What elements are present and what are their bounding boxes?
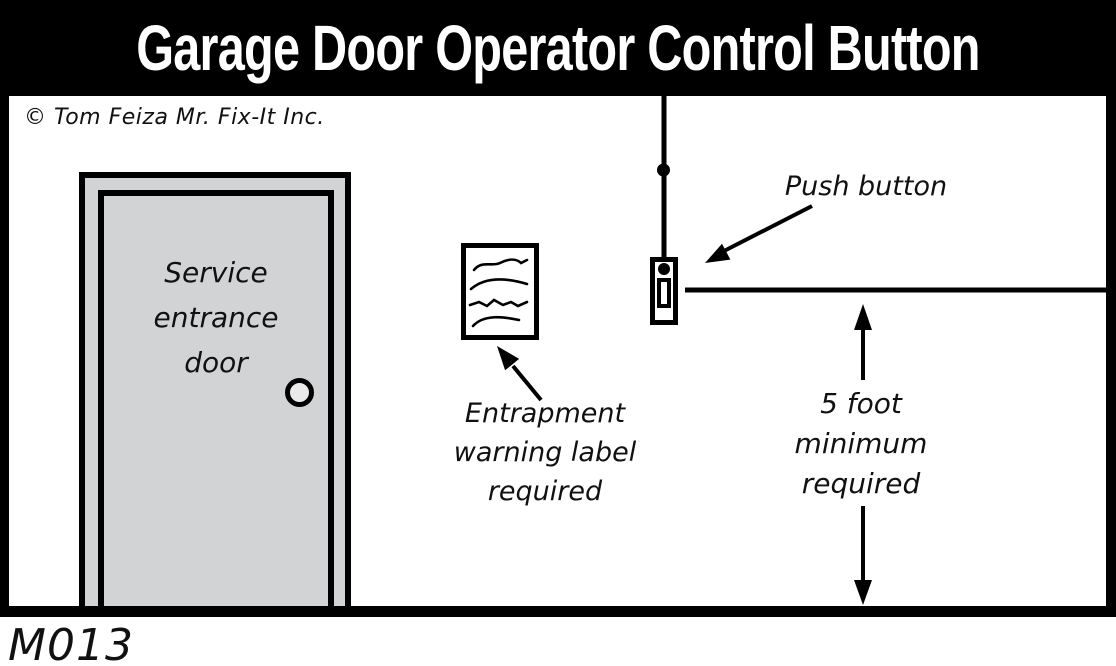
- title-bar: Garage Door Operator Control Button: [0, 0, 1116, 96]
- warning-caption-line-1: Entrapment: [464, 398, 626, 429]
- diagram-title: Garage Door Operator Control Button: [136, 12, 980, 84]
- push-button-arrow: [705, 204, 813, 263]
- warning-label-arrow: [497, 346, 543, 402]
- diagram-code: M013: [8, 620, 134, 666]
- height-arrowhead-down-icon: [854, 580, 872, 605]
- warning-caption-line-3: required: [487, 476, 603, 507]
- warning-label-arrowhead-icon: [497, 346, 520, 371]
- door-label: Service entrance door: [98, 250, 334, 385]
- door-label-line-3: door: [184, 346, 248, 379]
- height-requirement-label: 5 foot minimum required: [781, 384, 941, 504]
- height-label-line-1: 5 foot: [820, 387, 902, 420]
- height-arrowhead-up-icon: [854, 304, 872, 330]
- push-button-device: [650, 257, 678, 325]
- warning-caption-line-2: warning label: [453, 437, 637, 468]
- push-button-led-dot-icon: [658, 263, 670, 275]
- height-label-line-3: required: [801, 467, 921, 500]
- push-button-label: Push button: [784, 171, 948, 202]
- warning-label-card: [461, 243, 539, 340]
- push-button-arrowhead-icon: [705, 243, 731, 263]
- wire-junction-dot-icon: [657, 163, 670, 177]
- doorknob-icon: [285, 378, 314, 407]
- height-label-line-2: minimum: [794, 427, 928, 460]
- push-button-arrow-shaft: [723, 204, 813, 253]
- warning-label-caption: Entrapment warning label required: [435, 394, 655, 511]
- door-label-line-1: Service: [164, 256, 268, 289]
- push-button-switch-icon: [657, 278, 671, 308]
- door-label-line-2: entrance: [153, 301, 279, 334]
- copyright-text: © Tom Feiza Mr. Fix-It Inc.: [24, 105, 325, 130]
